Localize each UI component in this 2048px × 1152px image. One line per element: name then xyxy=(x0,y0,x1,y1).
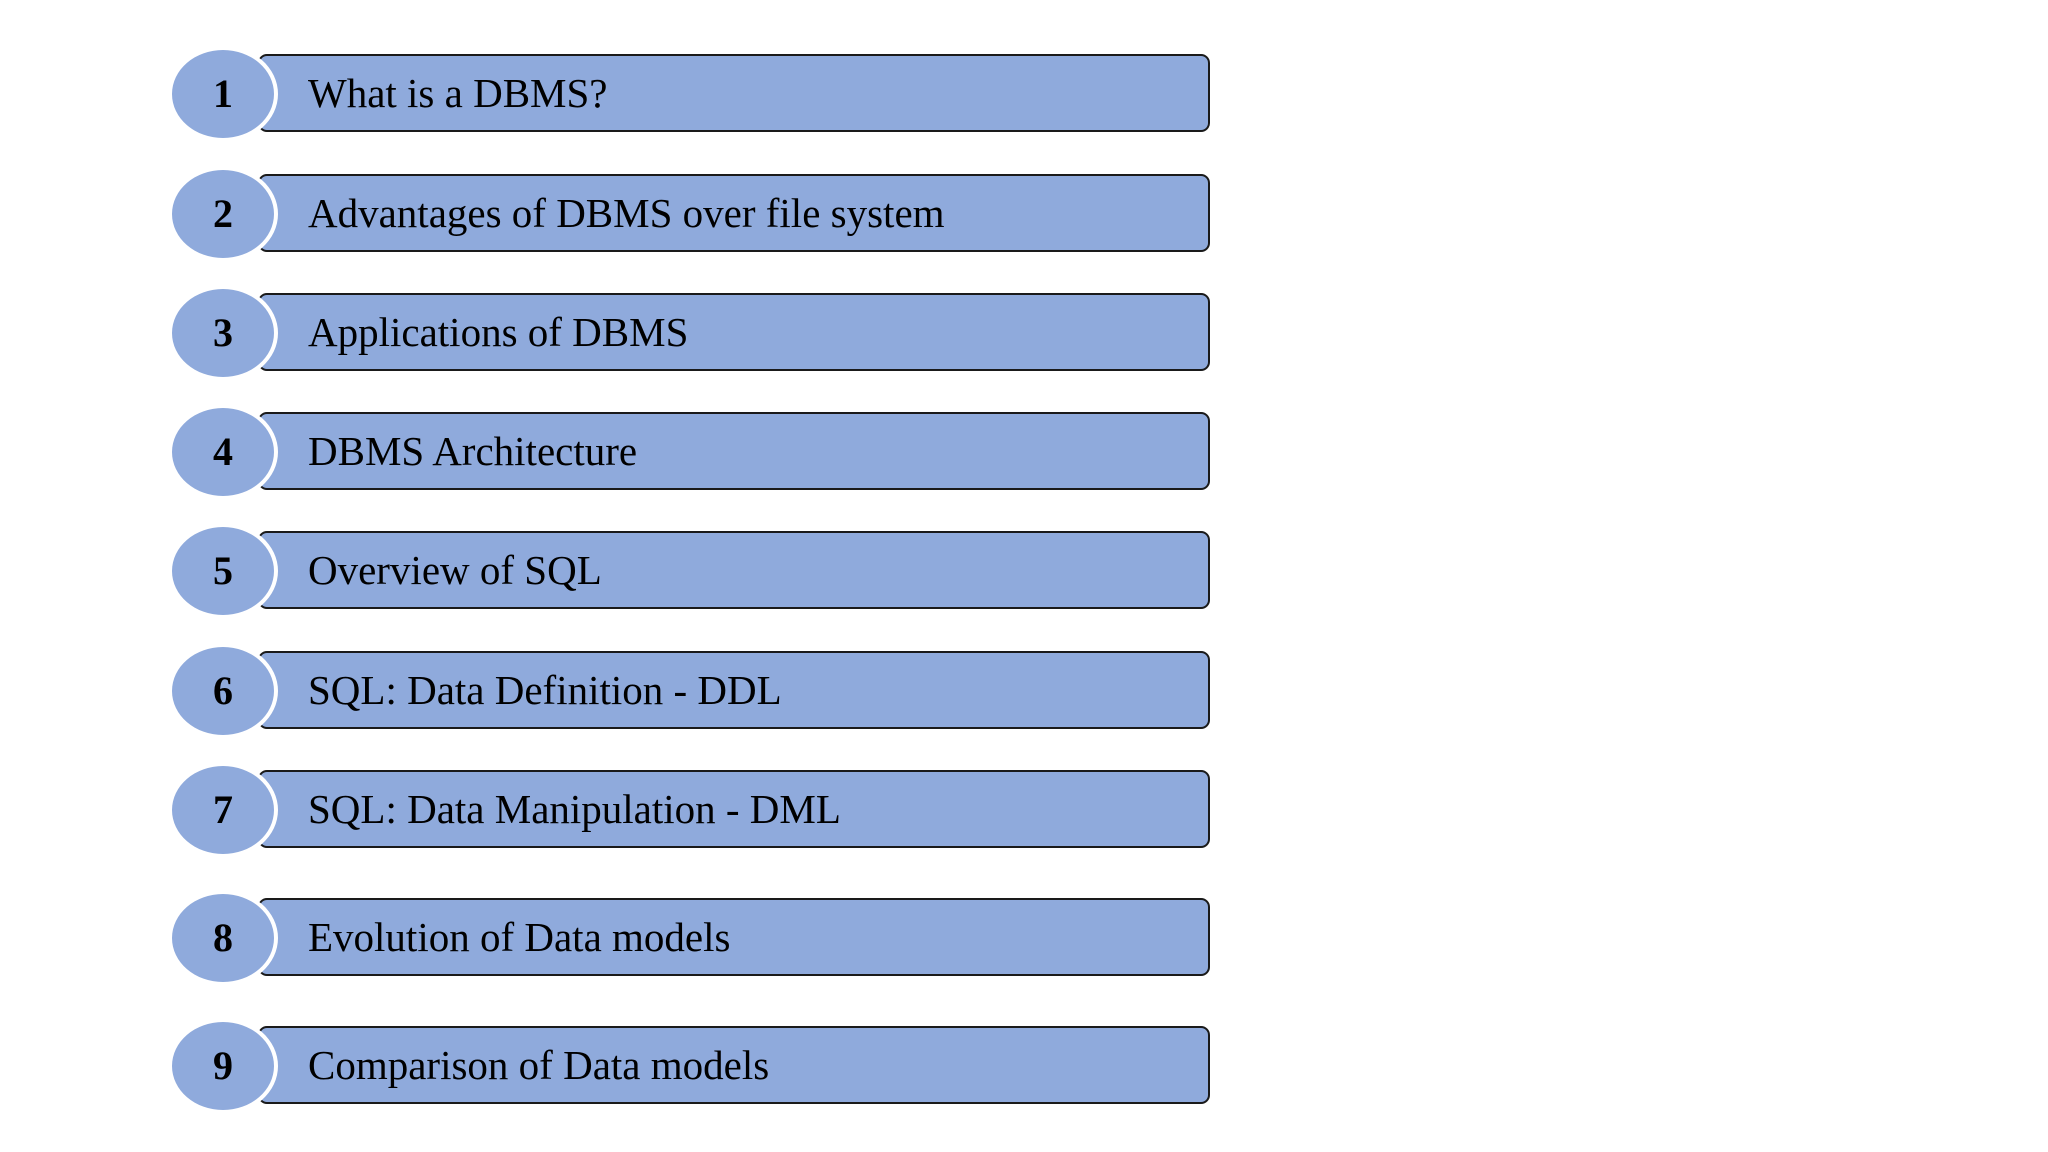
agenda-item: What is a DBMS? 1 xyxy=(168,46,1212,142)
agenda-item: Comparison of Data models 9 xyxy=(168,1018,1212,1114)
item-number: 5 xyxy=(213,548,233,593)
item-label: DBMS Architecture xyxy=(308,428,638,474)
agenda-item: SQL: Data Manipulation - DML 7 xyxy=(168,762,1212,858)
item-label: Advantages of DBMS over file system xyxy=(308,190,945,236)
item-label: What is a DBMS? xyxy=(308,70,608,116)
item-label: SQL: Data Definition - DDL xyxy=(308,667,782,713)
item-number: 2 xyxy=(213,191,233,236)
item-bar xyxy=(258,174,1210,252)
item-bar xyxy=(258,293,1210,371)
item-bar xyxy=(258,54,1210,132)
item-number-badge: 5 xyxy=(168,523,278,619)
item-number: 4 xyxy=(213,429,233,474)
item-bar xyxy=(258,770,1210,848)
item-bar xyxy=(258,531,1210,609)
item-number: 8 xyxy=(213,915,233,960)
item-bar xyxy=(258,412,1210,490)
item-number: 7 xyxy=(213,787,233,832)
agenda-item: Applications of DBMS 3 xyxy=(168,285,1212,381)
item-label: Overview of SQL xyxy=(308,547,602,593)
item-number: 1 xyxy=(213,71,233,116)
item-label: Comparison of Data models xyxy=(308,1042,770,1088)
agenda-item: Evolution of Data models 8 xyxy=(168,890,1212,986)
item-bar xyxy=(258,898,1210,976)
agenda-item: SQL: Data Definition - DDL 6 xyxy=(168,643,1212,739)
item-number-badge: 9 xyxy=(168,1018,278,1114)
item-label: SQL: Data Manipulation - DML xyxy=(308,786,841,832)
item-number-badge: 1 xyxy=(168,46,278,142)
item-number-badge: 2 xyxy=(168,166,278,262)
item-number-badge: 8 xyxy=(168,890,278,986)
item-number-badge: 7 xyxy=(168,762,278,858)
item-number-badge: 3 xyxy=(168,285,278,381)
agenda-item: Advantages of DBMS over file system 2 xyxy=(168,166,1212,262)
agenda-item: DBMS Architecture 4 xyxy=(168,404,1212,500)
agenda-item: Overview of SQL 5 xyxy=(168,523,1212,619)
item-bar xyxy=(258,651,1210,729)
item-label: Evolution of Data models xyxy=(308,914,731,960)
item-number-badge: 4 xyxy=(168,404,278,500)
item-number: 9 xyxy=(213,1043,233,1088)
item-number: 3 xyxy=(213,310,233,355)
item-number-badge: 6 xyxy=(168,643,278,739)
item-label: Applications of DBMS xyxy=(308,309,689,355)
item-number: 6 xyxy=(213,668,233,713)
